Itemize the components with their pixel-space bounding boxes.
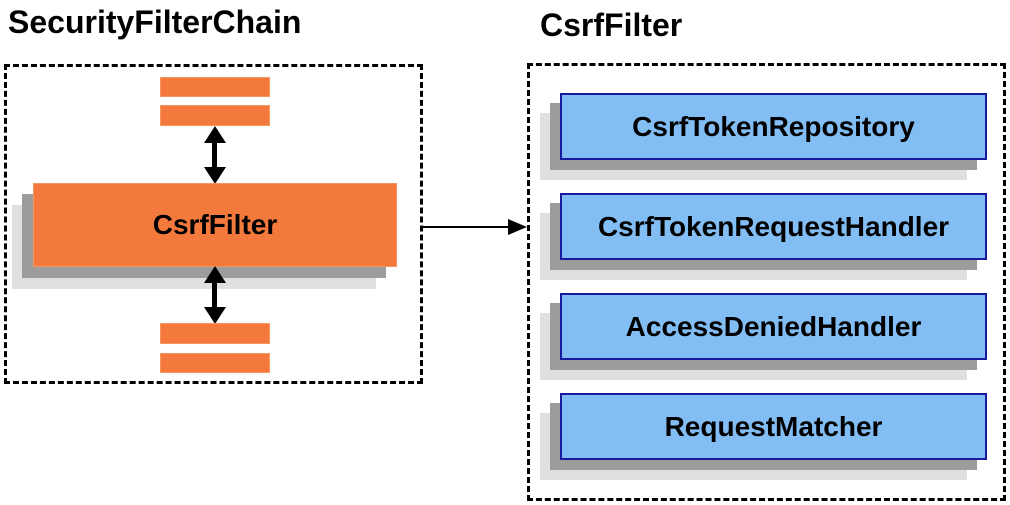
- component-box-csrf-token-repository: CsrfTokenRepository: [560, 93, 987, 160]
- filter-bar-top-2: [160, 105, 270, 126]
- arrow-shaft: [212, 279, 217, 311]
- component-label: RequestMatcher: [664, 410, 883, 442]
- arrow-right-head-icon: [508, 219, 527, 235]
- right-panel-title: CsrfFilter: [540, 7, 683, 43]
- csrf-filter-box-label: CsrfFilter: [152, 209, 278, 240]
- security-filter-chain-panel: [4, 64, 423, 384]
- arrow-up-head-icon: [204, 126, 226, 143]
- component-label: CsrfTokenRequestHandler: [597, 210, 950, 242]
- component-box-access-denied-handler: AccessDeniedHandler: [560, 293, 987, 360]
- left-panel-title: SecurityFilterChain: [8, 4, 302, 40]
- filter-bar-bottom-1: [160, 323, 270, 344]
- component-label: AccessDeniedHandler: [625, 310, 922, 342]
- arrow-up-head-icon: [204, 266, 226, 283]
- component-box-csrf-token-request-handler: CsrfTokenRequestHandler: [560, 193, 987, 260]
- double-arrow-icon-top: [204, 126, 226, 184]
- connector-arrow-icon: [423, 219, 527, 235]
- filter-bar-bottom-2: [160, 353, 270, 373]
- arrow-down-head-icon: [204, 167, 226, 184]
- component-label: CsrfTokenRepository: [632, 110, 915, 142]
- double-arrow-icon-bottom: [204, 266, 226, 324]
- csrf-filter-box: CsrfFilter: [33, 183, 397, 267]
- component-box-request-matcher: RequestMatcher: [560, 393, 987, 460]
- filter-bar-top-1: [160, 77, 270, 97]
- arrow-shaft: [212, 139, 217, 171]
- csrf-filter-components-panel: [527, 63, 1006, 501]
- arrow-shaft: [423, 226, 512, 228]
- arrow-down-head-icon: [204, 307, 226, 324]
